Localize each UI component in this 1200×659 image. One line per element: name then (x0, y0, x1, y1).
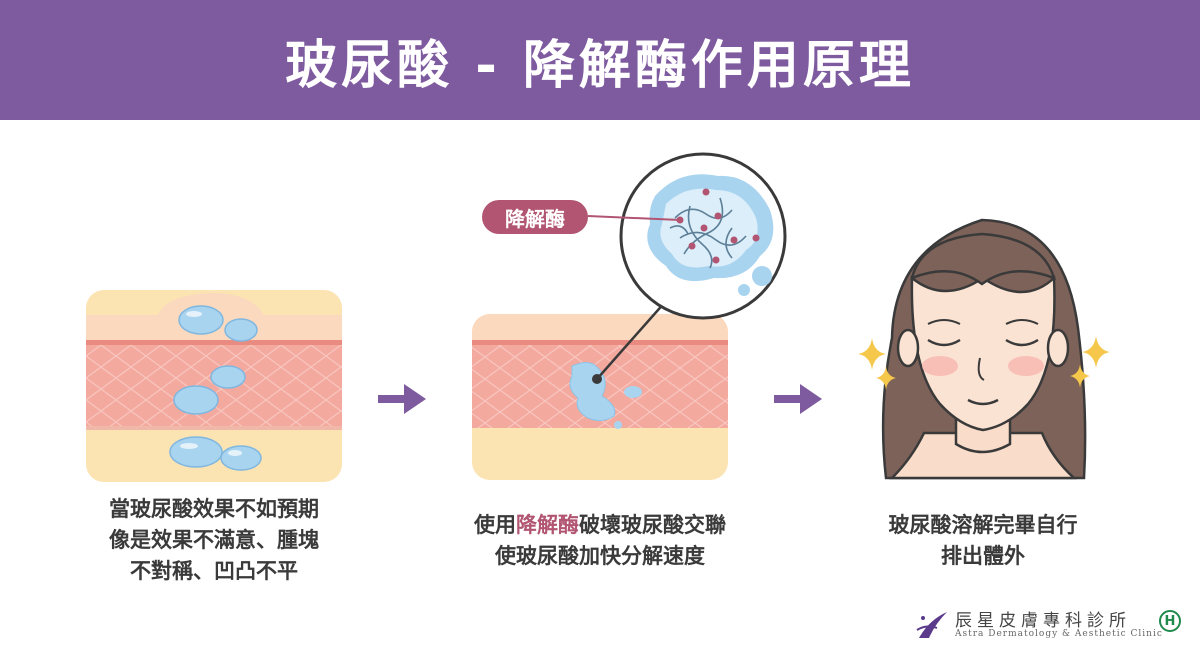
caption-suffix: 破壞玻尿酸交聯 (579, 513, 726, 537)
caption-highlight: 降解酶 (516, 513, 579, 537)
skin-diagram-enzyme (472, 152, 787, 480)
skin-diagram-lumps (86, 290, 342, 482)
right-arrow-icon (378, 384, 426, 414)
sparkle-icon (1070, 336, 1110, 388)
enzyme-tag-label: 降解酶 (505, 206, 565, 231)
caption-line: 排出體外 (941, 544, 1025, 568)
caption-line: 像是效果不滿意、腫塊 (109, 528, 319, 552)
caption-line: 當玻尿酸效果不如預期 (109, 497, 319, 521)
clinic-name-zh: 辰星皮膚專科診所 (955, 611, 1131, 631)
right-arrow-icon (774, 384, 822, 414)
step1-caption: 當玻尿酸效果不如預期 像是效果不滿意、腫塊 不對稱、凹凸不平 (66, 494, 362, 587)
enzyme-tag: 降解酶 (482, 200, 588, 234)
caption-line: 不對稱、凹凸不平 (130, 559, 298, 583)
step2-caption: 使用降解酶破壞玻尿酸交聯 使玻尿酸加快分解速度 (440, 510, 760, 572)
woman-face-illustration (881, 218, 1087, 480)
caption-line: 使玻尿酸加快分解速度 (495, 544, 705, 568)
hospital-badge-label: H (1164, 613, 1176, 629)
caption-line: 使用降解酶破壞玻尿酸交聯 (440, 510, 760, 541)
page-title: 玻尿酸 - 降解酶作用原理 (285, 35, 915, 96)
hospital-badge-icon: H (1159, 610, 1181, 632)
dissolving-filler (569, 362, 616, 422)
sparkle-icon (858, 338, 896, 390)
caption-prefix: 使用 (474, 513, 516, 537)
caption-line: 玻尿酸溶解完畢自行 (888, 513, 1078, 537)
clinic-logo: 辰星皮膚專科診所 Astra Dermatology & Aesthetic C… (915, 604, 1185, 648)
step3-caption: 玻尿酸溶解完畢自行 排出體外 (846, 510, 1120, 572)
clinic-logo-icon (916, 612, 947, 638)
clinic-name-en: Astra Dermatology & Aesthetic Clinic (955, 629, 1163, 639)
header-banner: 玻尿酸 - 降解酶作用原理 (0, 0, 1200, 120)
